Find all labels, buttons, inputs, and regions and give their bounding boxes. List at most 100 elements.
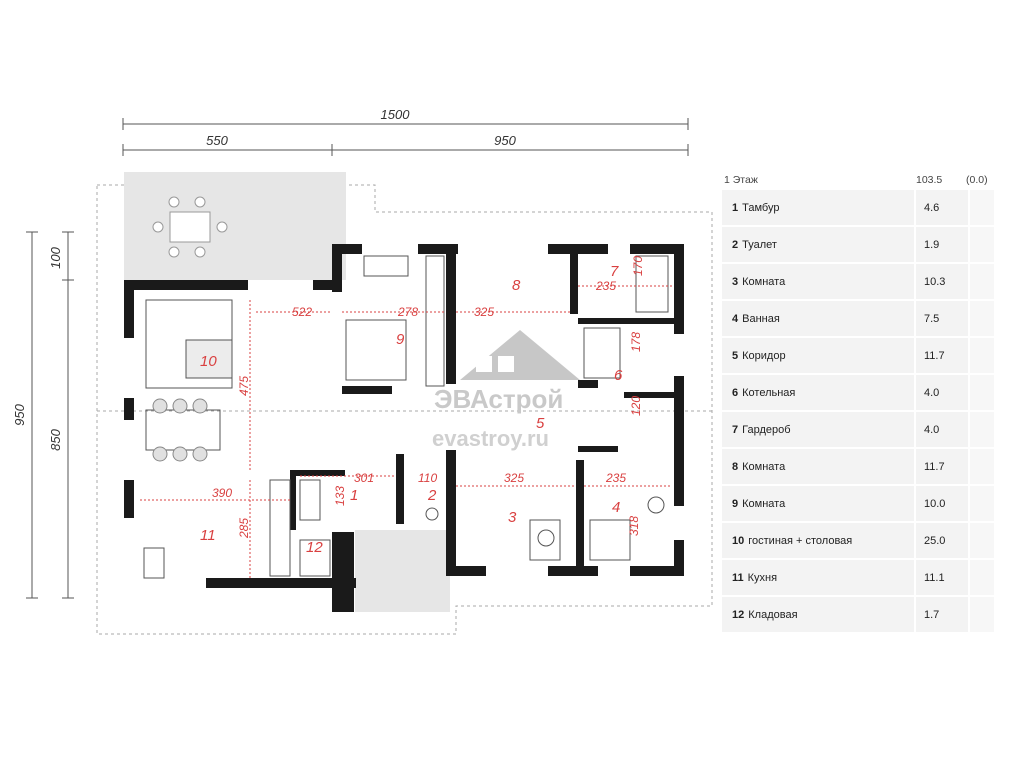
legend-room-area: 7.5 (916, 301, 968, 336)
legend-room-number: 7 (732, 423, 739, 436)
dim-label: 390 (212, 486, 232, 500)
floor-total-area: 103.5 (916, 174, 943, 186)
legend-room-name: Тамбур (742, 201, 780, 214)
room-number-9: 9 (396, 331, 405, 348)
interior-lines (143, 255, 669, 579)
dim-label: 178 (629, 332, 643, 352)
legend-room-area: 11.7 (916, 449, 968, 484)
walls (124, 244, 684, 612)
dim-label: 235 (595, 279, 616, 293)
watermark-site: evastroy.ru (432, 426, 549, 451)
legend-room-number: 4 (732, 312, 739, 325)
legend-room-number: 6 (732, 386, 739, 399)
legend-room-area: 10.3 (916, 264, 968, 299)
legend-room-area: 1.7 (916, 597, 968, 632)
room-number-12: 12 (306, 539, 323, 556)
dim-label: 278 (397, 305, 418, 319)
dim-main-height: 850 (48, 428, 63, 450)
legend-room-number: 11 (732, 571, 744, 584)
legend-room-name: Ванная (742, 312, 780, 325)
legend-room-name: Гардероб (742, 423, 791, 436)
dim-top-offset: 100 (48, 246, 63, 268)
porch (355, 530, 450, 612)
dim-label: 235 (605, 471, 626, 485)
room-number-3: 3 (508, 509, 517, 526)
legend-room-extra (970, 338, 994, 373)
room-number-2: 2 (427, 487, 437, 504)
dim-total-width: 1500 (381, 107, 411, 122)
dim-total-height: 950 (12, 403, 27, 425)
legend-room-extra (970, 190, 994, 225)
legend-room-name: Кладовая (748, 608, 798, 621)
legend-room-area: 4.0 (916, 375, 968, 410)
legend-room-extra (970, 560, 994, 595)
legend-room-number: 2 (732, 238, 739, 251)
legend-room-extra (970, 449, 994, 484)
room-number-6: 6 (614, 367, 623, 384)
legend-room-extra (970, 486, 994, 521)
room-number-7: 7 (610, 263, 619, 280)
legend-room-area: 11.1 (916, 560, 968, 595)
dim-label: 325 (504, 471, 524, 485)
dim-label: 301 (354, 471, 374, 485)
dim-right-width: 950 (494, 133, 516, 148)
dim-label: 325 (474, 305, 494, 319)
legend-room-extra (970, 264, 994, 299)
room-numbers: 1 2 3 4 5 6 7 8 9 10 11 12 (200, 263, 623, 556)
legend-room-number: 3 (732, 275, 739, 288)
watermark-brand: ЭВАстрой (434, 384, 563, 414)
dim-left-width: 550 (206, 133, 228, 148)
legend-room-extra (970, 227, 994, 262)
dim-label: 522 (292, 305, 312, 319)
watermark-logo (460, 330, 580, 380)
dim-label: 285 (237, 518, 251, 539)
dim-label: 318 (627, 516, 641, 536)
legend-room-number: 8 (732, 460, 739, 473)
legend-room-name: Кухня (747, 571, 778, 584)
legend-header: 1 Этаж 103.5 (0.0) (722, 170, 1002, 190)
legend-room-extra (970, 523, 994, 558)
legend-room-area: 1.9 (916, 227, 968, 262)
legend-room-area: 10.0 (916, 486, 968, 521)
room-number-4: 4 (612, 499, 620, 516)
legend-room-extra (970, 412, 994, 447)
legend-room-area: 4.0 (916, 412, 968, 447)
legend-room-number: 5 (732, 349, 739, 362)
dim-label: 170 (631, 256, 645, 276)
legend-room-name: Комната (742, 497, 786, 510)
legend-room-number: 9 (732, 497, 739, 510)
floor-plan: 1500 550 950 950 100 850 (12, 107, 713, 635)
legend-room-name: Комната (742, 460, 786, 473)
room-number-1: 1 (350, 487, 358, 504)
dim-label: 110 (418, 471, 437, 485)
legend-room-name: Туалет (742, 238, 777, 251)
floor-extra: (0.0) (966, 174, 988, 186)
floor-label: 1 Этаж (724, 174, 758, 186)
legend-room-area: 25.0 (916, 523, 968, 558)
legend-room-number: 1 (732, 201, 739, 214)
legend-room-extra (970, 301, 994, 336)
dining-chairs-icon (152, 398, 208, 462)
dim-label: 120 (629, 396, 643, 416)
